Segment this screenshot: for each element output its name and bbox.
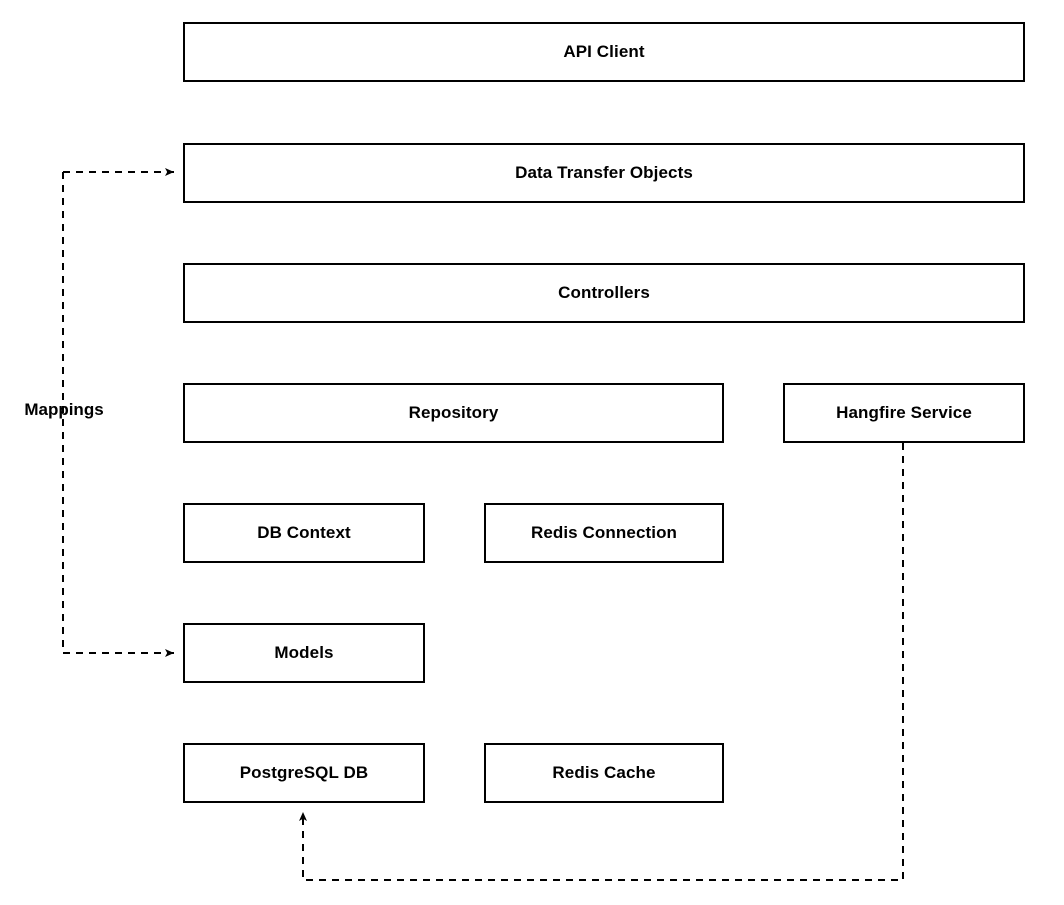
node-label-data-transfer-objects: Data Transfer Objects — [515, 162, 693, 182]
node-hangfire-service[interactable]: Hangfire Service — [783, 383, 1025, 443]
node-models[interactable]: Models — [183, 623, 425, 683]
node-data-transfer-objects[interactable]: Data Transfer Objects — [183, 143, 1025, 203]
node-label-db-context: DB Context — [257, 522, 351, 542]
node-label-repository: Repository — [408, 402, 499, 422]
node-api-client[interactable]: API Client — [183, 22, 1025, 82]
node-label-postgresql-db: PostgreSQL DB — [239, 762, 369, 782]
node-redis-cache[interactable]: Redis Cache — [484, 743, 724, 803]
node-label-api-client: API Client — [563, 41, 645, 61]
edge-label-mappings: Mappings — [24, 400, 104, 419]
node-label-redis-connection: Redis Connection — [530, 522, 678, 542]
node-label-redis-cache: Redis Cache — [552, 762, 656, 782]
node-label-controllers: Controllers — [558, 282, 650, 302]
node-controllers[interactable]: Controllers — [183, 263, 1025, 323]
node-repository[interactable]: Repository — [183, 383, 724, 443]
node-redis-connection[interactable]: Redis Connection — [484, 503, 724, 563]
node-label-models: Models — [274, 642, 334, 662]
node-db-context[interactable]: DB Context — [183, 503, 425, 563]
node-label-hangfire-service: Hangfire Service — [836, 402, 972, 422]
node-postgresql-db[interactable]: PostgreSQL DB — [183, 743, 425, 803]
